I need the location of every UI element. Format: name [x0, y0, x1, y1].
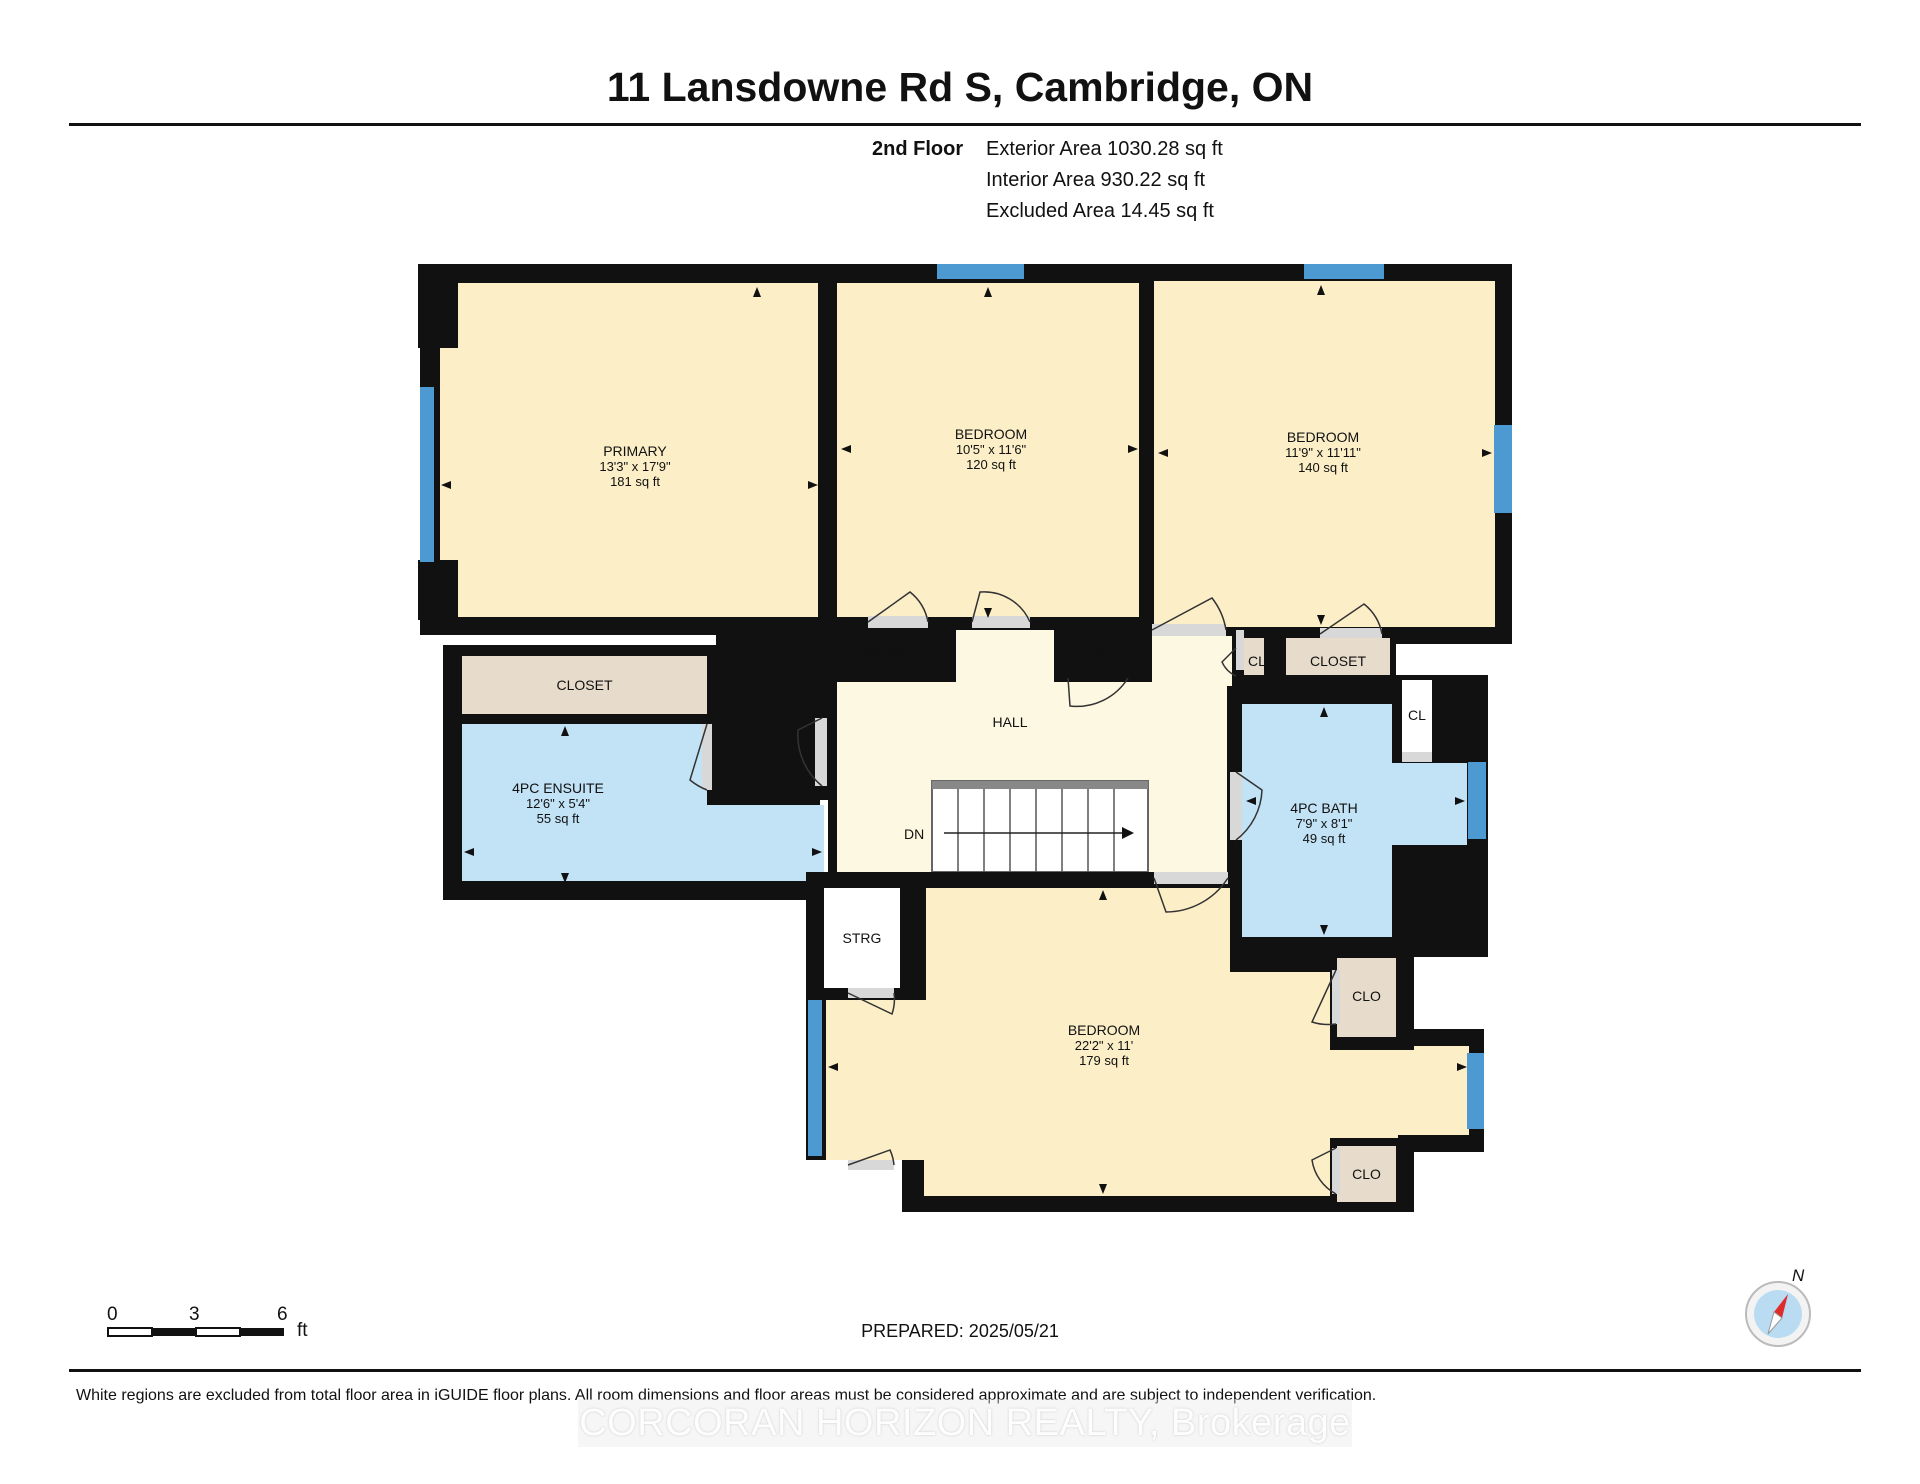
closet-label-cl-small: CL — [1248, 653, 1266, 669]
compass-north-label: N — [1792, 1266, 1805, 1285]
room-name: BEDROOM — [1067, 1022, 1141, 1038]
compass: N — [1742, 1266, 1814, 1347]
scale-tick-6: 6 — [277, 1304, 288, 1325]
room-area: 55 sq ft — [536, 811, 580, 826]
closet-label-hall: CLO — [1089, 643, 1119, 659]
room-bedroom-b — [1146, 264, 1512, 644]
room-dimensions: 7'9" x 8'1" — [1295, 816, 1353, 831]
room-label-bedroom-b: BEDROOM 11'9" x 11'11" 140 sq ft — [1223, 429, 1423, 475]
room-label-bath: 4PC BATH 7'9" x 8'1" 49 sq ft — [1224, 800, 1424, 846]
room-name: PRIMARY — [603, 443, 667, 459]
excluded-area: Excluded Area 14.45 sq ft — [986, 200, 1214, 222]
brokerage-watermark: CORCORAN HORIZON REALTY, Brokerage — [578, 1399, 1352, 1447]
door-swings — [689, 591, 1383, 1195]
closet-label-bath: CL — [1408, 707, 1426, 723]
scale-bar — [107, 1327, 284, 1337]
room-name: BEDROOM — [1286, 429, 1360, 445]
scale-unit: ft — [297, 1320, 308, 1341]
room-label-primary: PRIMARY 13'3" x 17'9" 181 sq ft — [535, 443, 735, 489]
room-label-bedroom-c: BEDROOM 22'2" x 11' 179 sq ft — [1004, 1022, 1204, 1068]
room-label-hall: HALL — [992, 714, 1028, 730]
footer-divider — [69, 1369, 1861, 1372]
disclaimer: White regions are excluded from total fl… — [76, 1387, 1377, 1404]
room-bedroom-a — [828, 264, 1146, 629]
room-label-ensuite: 4PC ENSUITE 12'6" x 5'4" 55 sq ft — [458, 780, 658, 826]
exterior-area: Exterior Area 1030.28 sq ft — [986, 138, 1223, 160]
dimension-arrows — [441, 285, 1492, 1194]
room-hall — [828, 628, 1236, 883]
room-area: 140 sq ft — [1298, 460, 1348, 475]
room-dimensions: 11'9" x 11'11" — [1285, 445, 1361, 460]
room-name: 4PC BATH — [1290, 800, 1358, 816]
room-ensuite — [443, 645, 824, 900]
room-dimensions: 10'5" x 11'6" — [955, 442, 1027, 457]
room-area: 179 sq ft — [1079, 1053, 1129, 1068]
room-dimensions: 22'2" x 11' — [1074, 1038, 1134, 1053]
room-dimensions: 13'3" x 17'9" — [599, 459, 671, 474]
interior-area: Interior Area 930.22 sq ft — [986, 169, 1206, 191]
closet-label-bedroom-b: CLOSET — [1309, 653, 1366, 669]
closet-label-bedroom-a: CLOSET — [863, 643, 920, 659]
prepared-date: PREPARED: 2025/05/21 — [861, 1321, 1059, 1341]
storage-label: STRG — [842, 930, 882, 946]
compass-icon — [1745, 1281, 1811, 1347]
stairs-label: DN — [904, 826, 925, 842]
closet-label-lower: CLO — [1352, 1166, 1381, 1182]
floor-name: 2nd Floor — [872, 138, 964, 160]
door-openings — [702, 616, 1432, 1194]
room-dimensions: 12'6" x 5'4" — [525, 796, 591, 811]
room-label-bedroom-a: BEDROOM 10'5" x 11'6" 120 sq ft — [891, 426, 1091, 472]
scale-tick-0: 0 — [107, 1304, 118, 1325]
closet-label-primary: CLOSET — [556, 677, 613, 693]
room-bedroom-c — [806, 872, 1484, 1212]
page-title: 11 Lansdowne Rd S, Cambridge, ON — [606, 64, 1314, 110]
header-divider — [69, 123, 1861, 126]
closet-label-upper: CLO — [1352, 988, 1381, 1004]
room-bath — [1232, 675, 1488, 957]
room-area: 181 sq ft — [610, 474, 660, 489]
room-name: 4PC ENSUITE — [512, 780, 604, 796]
scale-tick-3: 3 — [189, 1304, 200, 1325]
room-name: BEDROOM — [954, 426, 1028, 442]
room-area: 49 sq ft — [1302, 831, 1346, 846]
room-area: 120 sq ft — [966, 457, 1016, 472]
